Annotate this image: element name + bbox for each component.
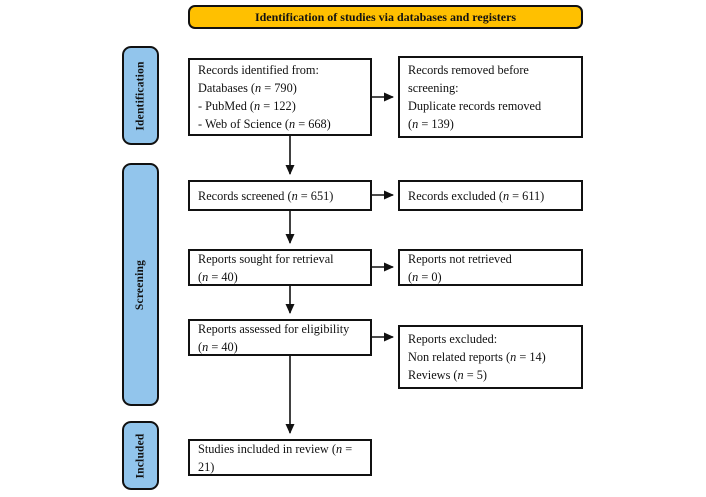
box-records-removed: Records removed before screening:Duplica… — [398, 56, 583, 138]
box-studies-included: Studies included in review (n = 21) — [188, 439, 372, 476]
box-records-excluded: Records excluded (n = 611) — [398, 180, 583, 211]
box-reports-sought-text: Reports sought for retrieval(n = 40) — [198, 251, 334, 284]
stage-included: Included — [122, 421, 159, 490]
box-reports-sought: Reports sought for retrieval(n = 40) — [188, 249, 372, 286]
box-reports-excluded-text: Reports excluded:Non related reports (n … — [408, 332, 546, 382]
stage-included-label: Included — [134, 432, 147, 479]
box-reports-not-retrieved: Reports not retrieved(n = 0) — [398, 249, 583, 286]
banner-label: Identification of studies via databases … — [254, 9, 517, 24]
box-records-screened: Records screened (n = 651) — [188, 180, 372, 211]
stage-screening-label: Screening — [134, 259, 147, 310]
box-studies-included-text: Studies included in review (n = 21) — [198, 441, 353, 474]
stage-identification-label: Identification — [134, 60, 147, 131]
box-records-excluded-text: Records excluded (n = 611) — [408, 188, 545, 203]
box-reports-assessed: Reports assessed for eligibility(n = 40) — [188, 319, 372, 356]
banner-databases-registers: Identification of studies via databases … — [188, 5, 583, 29]
box-records-removed-text: Records removed before screening:Duplica… — [408, 63, 542, 131]
box-records-identified-text: Records identified from:Databases (n = 7… — [198, 63, 331, 131]
box-reports-excluded: Reports excluded:Non related reports (n … — [398, 325, 583, 389]
stage-screening: Screening — [122, 163, 159, 406]
box-records-screened-text: Records screened (n = 651) — [198, 188, 334, 203]
stage-identification: Identification — [122, 46, 159, 145]
box-reports-assessed-text: Reports assessed for eligibility(n = 40) — [198, 321, 350, 354]
box-reports-not-retrieved-text: Reports not retrieved(n = 0) — [408, 251, 512, 284]
box-records-identified: Records identified from:Databases (n = 7… — [188, 58, 372, 136]
